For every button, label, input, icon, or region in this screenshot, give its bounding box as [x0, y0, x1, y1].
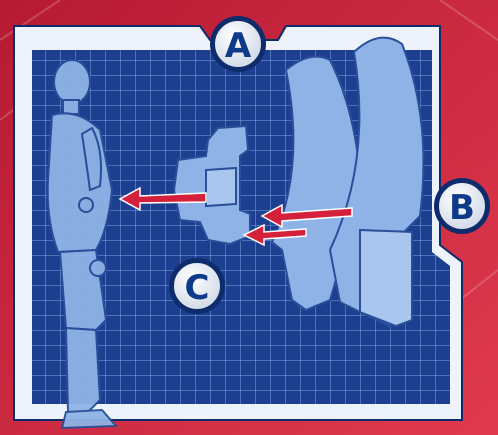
badge-c: C	[169, 258, 225, 314]
badge-a: A	[210, 16, 266, 72]
badge-b-label: B	[449, 188, 475, 228]
badge-a-label: A	[225, 26, 252, 66]
badge-b: B	[434, 178, 490, 234]
badge-c-label: C	[185, 268, 210, 308]
